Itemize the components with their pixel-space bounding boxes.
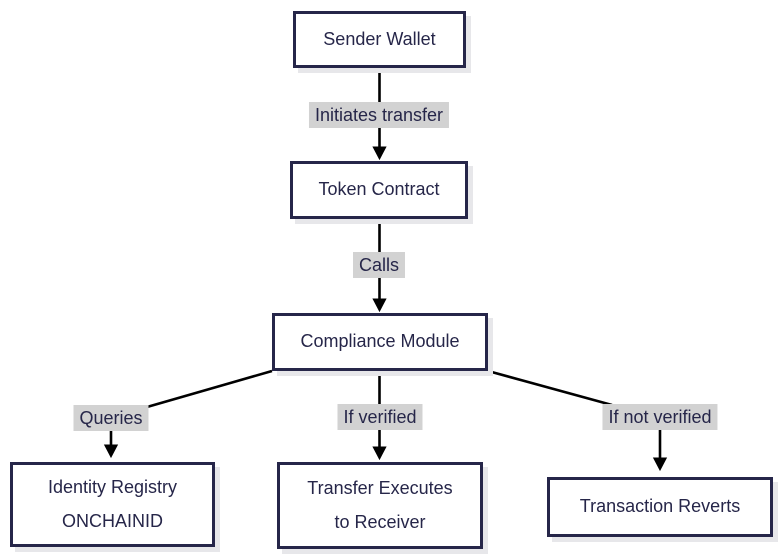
node-compliance-module: Compliance Module: [272, 313, 488, 371]
node-token-contract: Token Contract: [290, 161, 468, 219]
edge-if-not-verified: [487, 369, 668, 472]
edge-label-queries: Queries: [73, 405, 149, 431]
edge-label-initiates-transfer: Initiates transfer: [308, 102, 450, 128]
edge-label-calls: Calls: [352, 252, 406, 278]
node-sender-wallet: Sender Wallet: [293, 11, 466, 68]
node-identity-registry: Identity Registry ONCHAINID: [10, 462, 215, 547]
edge-label-if-not-verified: If not verified: [602, 404, 718, 430]
node-transfer-executes: Transfer Executes to Receiver: [277, 462, 483, 549]
node-transaction-reverts: Transaction Reverts: [547, 477, 773, 537]
edge-label-if-verified: If verified: [337, 404, 423, 430]
edge-queries: [103, 369, 273, 459]
